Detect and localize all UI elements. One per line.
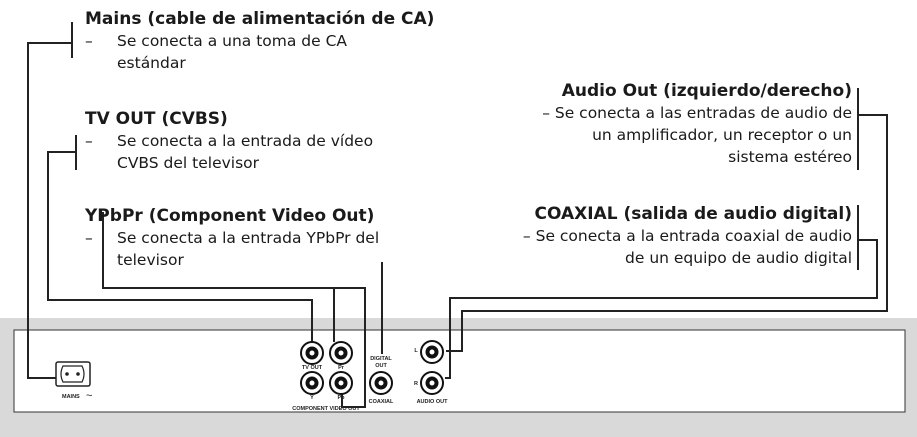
left-channel-label: L [414,348,418,354]
ypbpr-dash: – [85,229,93,247]
mains-socket [55,361,91,387]
mains-leader-line [27,22,73,379]
audio-out-label: AUDIO OUT [417,399,449,405]
tv-out-description: Se conecta a la entrada de vídeo CVBS de… [117,132,374,172]
mains-description: Se conecta a una toma de CA estándar [117,32,348,72]
coaxial-jack [369,371,393,395]
audio-out-description-line-1: – Se conecta a las entradas de audio de [542,104,852,122]
coaxial-title: COAXIAL (salida de audio digital) [534,204,852,224]
digital-label: DIGITAL [370,356,392,362]
audio-out-description-line-3: sistema estéreo [728,148,852,166]
audio-out-leader-line [446,88,888,352]
tv-out-leader-line [47,135,313,342]
audio-out-callout: Audio Out (izquierdo/derecho) – Se conec… [480,80,852,168]
ypbpr-leader-line [102,212,335,342]
audio-left-jack [420,340,444,364]
mains-label: MAINS [62,394,80,400]
pb-jack [329,371,353,395]
tv-out-label: TV OUT [302,365,323,371]
tv-out-dash: – [85,132,93,150]
y-label: Y [310,395,314,401]
coaxial-label: COAXIAL [369,399,394,405]
mains-symbol: ~ [86,390,92,402]
ypbpr-description: Se conecta a la entrada YPbPr del televi… [117,229,380,269]
ypbpr-callout: YPbPr (Component Video Out) – Se conecta… [85,205,415,271]
rear-panel [13,329,906,413]
out-label: OUT [375,363,387,369]
mains-dash: – [85,32,93,50]
tv-out-jack [300,341,324,365]
ypbpr-title: YPbPr (Component Video Out) [85,206,375,226]
pr-label: Pr [338,365,345,371]
pr-jack [329,341,353,365]
mains-callout: Mains (cable de alimentación de CA) – Se… [85,8,435,74]
coaxial-leader-line [445,205,878,379]
coaxial-callout: COAXIAL (salida de audio digital) – Se c… [480,203,852,269]
component-video-out-label: COMPONENT VIDEO OUT [292,406,360,412]
pb-label: Pb [337,395,345,401]
y-jack [300,371,324,395]
audio-out-title: Audio Out (izquierdo/derecho) [561,81,852,101]
mains-title: Mains (cable de alimentación de CA) [85,9,435,29]
tv-out-title: TV OUT (CVBS) [85,109,228,129]
coaxial-description-line-1: – Se conecta a la entrada coaxial de aud… [522,227,852,245]
coaxial-description-line-2: de un equipo de audio digital [625,249,852,267]
right-channel-label: R [414,381,418,387]
audio-out-description-line-2: un amplificador, un receptor o un [592,126,852,144]
audio-right-jack [420,371,444,395]
tv-out-callout: TV OUT (CVBS) – Se conecta a la entrada … [85,108,415,174]
pb-leader-line [334,287,366,408]
